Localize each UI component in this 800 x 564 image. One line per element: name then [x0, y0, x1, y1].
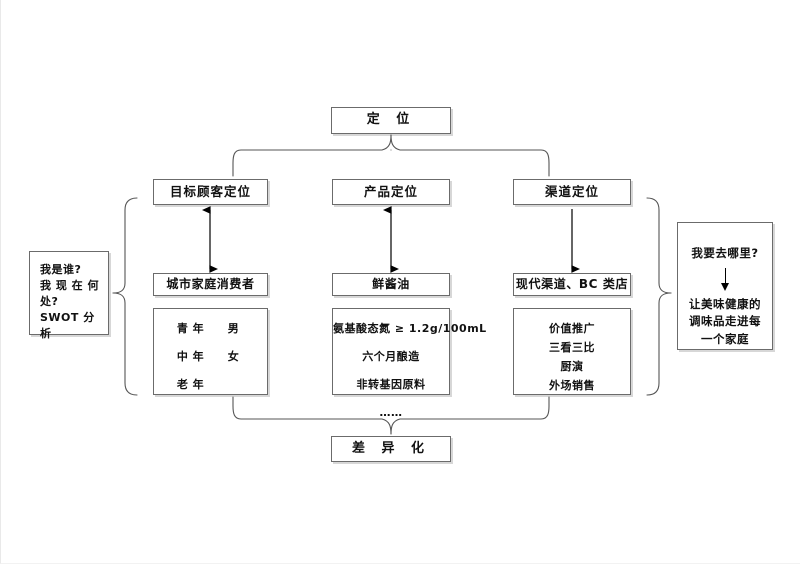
detail-gender-1: 男 — [227, 322, 240, 335]
top-brace-icon — [232, 134, 550, 177]
detail-gender-2: 女 — [227, 349, 240, 363]
detail-age-2: 中 年 — [176, 349, 205, 363]
left-brace-icon — [112, 197, 138, 396]
value-label-channel: 现代渠道、BC 类店 — [515, 276, 629, 291]
value-box-channel: 现代渠道、BC 类店 — [513, 273, 631, 296]
left-question-panel: 我是谁? 我 现 在 何 处? SWOT 分析 — [29, 251, 109, 340]
positioning-title-label: 定 位 — [366, 112, 416, 128]
category-box-customer: 目标顾客定位 — [153, 179, 268, 205]
detail-box-customer: 青 年 男 中 年 女 老 年 — [153, 308, 268, 395]
vision-text: 让美味健康的 调味品走进每 一个家庭 — [689, 296, 761, 349]
left-question-line-1: 我是谁? — [40, 263, 82, 276]
detail-gender-3 — [214, 377, 254, 393]
detail-product-4: …… — [379, 405, 403, 419]
detail-product-2: 六个月酿造 — [362, 349, 420, 363]
right-brace-icon — [646, 197, 672, 396]
category-label-product: 产品定位 — [363, 183, 418, 199]
category-label-customer: 目标顾客定位 — [169, 183, 251, 199]
category-label-channel: 渠道定位 — [544, 183, 599, 199]
value-box-customer: 城市家庭消费者 — [153, 273, 268, 296]
detail-channel-1: 价值推广 — [549, 322, 595, 335]
left-question-line-2: 我 现 在 何 — [40, 278, 99, 292]
down-arrow-icon — [721, 267, 729, 291]
vision-line-3: 一个家庭 — [701, 332, 749, 347]
detail-channel-4: 外场销售 — [549, 378, 595, 392]
differentiation-title-box: 差 异 化 — [331, 436, 451, 462]
detail-row-customer-2: 中 年 女 — [154, 349, 267, 365]
category-box-product: 产品定位 — [332, 179, 450, 205]
positioning-title-box: 定 位 — [331, 107, 451, 134]
differentiation-title-label: 差 异 化 — [351, 440, 431, 456]
value-box-product: 鲜酱油 — [332, 273, 450, 296]
category-box-channel: 渠道定位 — [513, 179, 631, 205]
right-vision-panel: 我要去哪里? 让美味健康的 调味品走进每 一个家庭 — [677, 222, 773, 350]
value-label-customer: 城市家庭消费者 — [166, 276, 255, 291]
left-method-label: SWOT 分析 — [40, 310, 95, 340]
left-question-line-3: 处? — [40, 294, 59, 308]
value-label-product: 鲜酱油 — [372, 276, 410, 291]
vision-line-2: 调味品走进每 — [689, 314, 761, 329]
detail-channel-2: 三看三比 — [549, 340, 595, 354]
detail-box-product: 氨基酸态氮 ≥ 1.2g/100mL 六个月酿造 非转基因原料 …… — [332, 308, 487, 419]
detail-row-customer-3: 老 年 — [154, 377, 267, 393]
detail-age-3: 老 年 — [176, 377, 205, 391]
detail-product-1: 氨基酸态氮 ≥ 1.2g/100mL — [333, 322, 487, 335]
detail-row-customer-1: 青 年 男 — [154, 321, 267, 337]
detail-channel-3: 厨演 — [560, 359, 584, 373]
detail-age-1: 青 年 — [176, 322, 205, 335]
detail-box-channel: 价值推广 三看三比 厨演 外场销售 — [513, 308, 631, 395]
right-question-label: 我要去哪里? — [691, 246, 759, 260]
detail-product-3: 非转基因原料 — [356, 377, 426, 391]
vision-line-1: 让美味健康的 — [689, 296, 761, 311]
